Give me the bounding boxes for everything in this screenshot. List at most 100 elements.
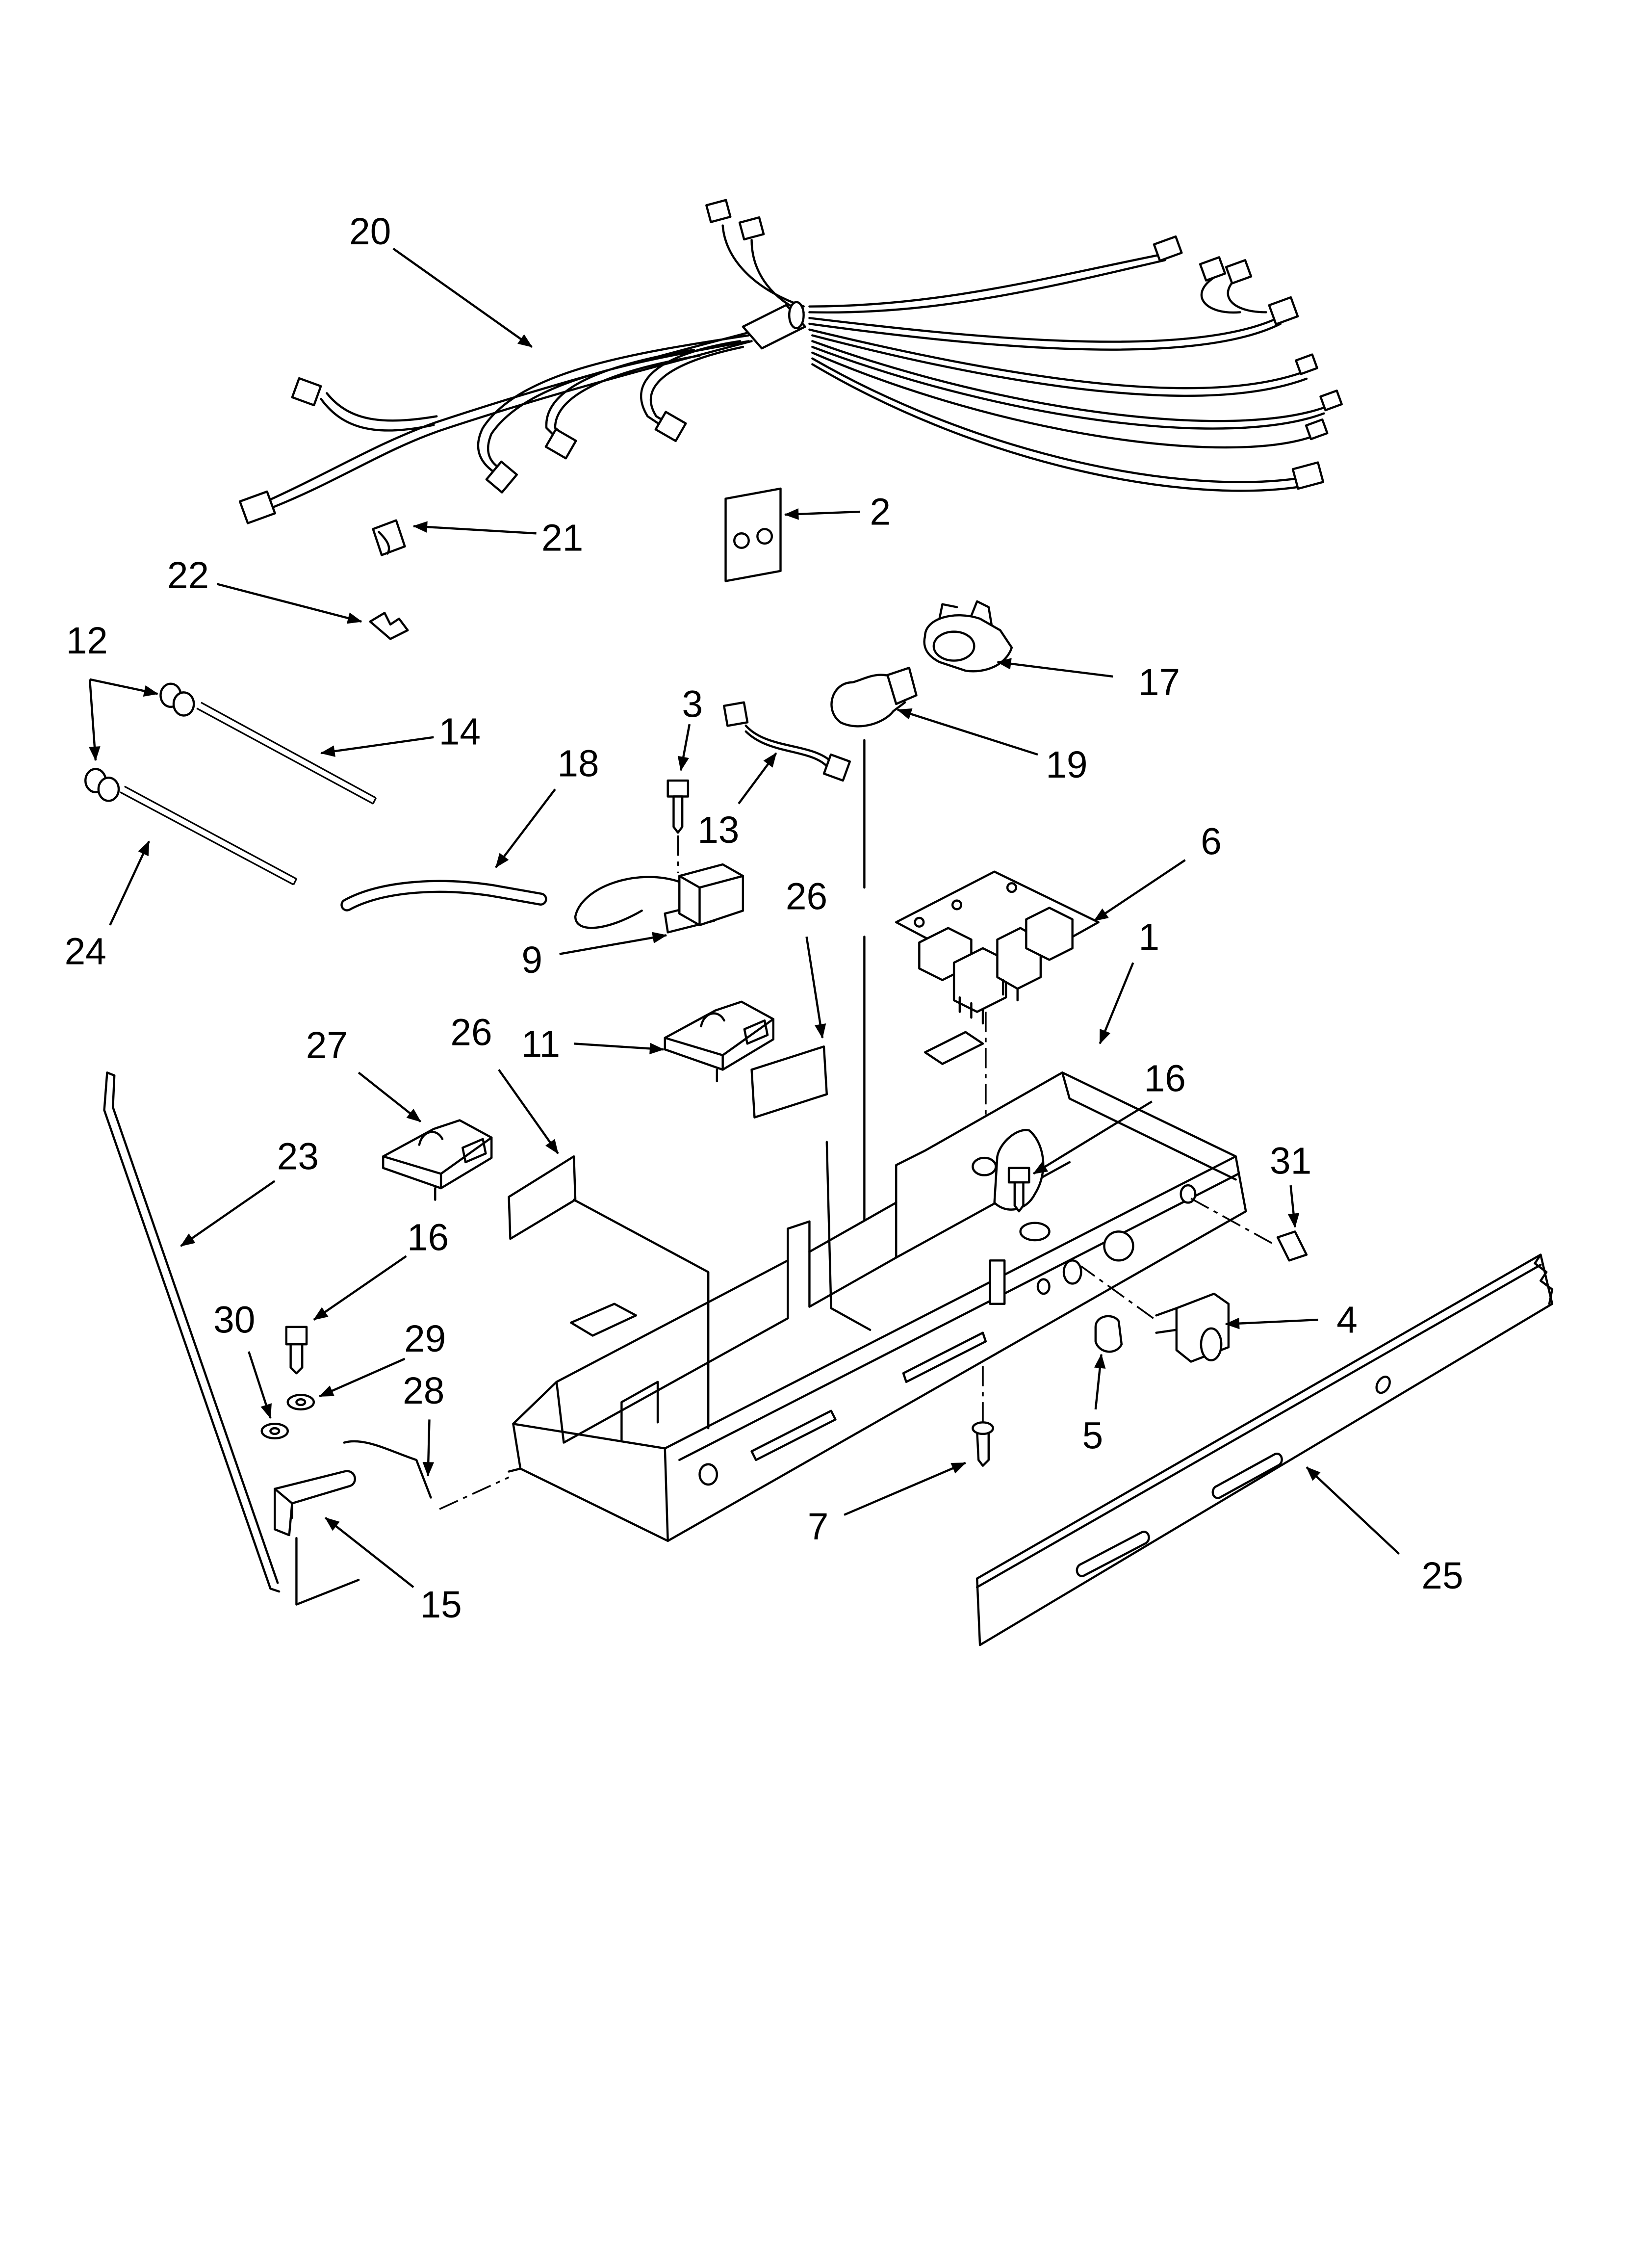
- wire-clip-body: [372, 519, 406, 556]
- callout-7: 7: [808, 1506, 829, 1548]
- washer: [260, 1423, 289, 1439]
- leader-4: [1225, 1317, 1318, 1330]
- callout-31: 31: [1270, 1141, 1311, 1182]
- bracket-body: [382, 1119, 493, 1190]
- side-screw: [1276, 1230, 1308, 1262]
- panel-hole: [1375, 1376, 1391, 1394]
- callout-17: 17: [1138, 662, 1180, 704]
- leader-31: [1287, 1185, 1300, 1228]
- harness-ferrule-end: [788, 301, 805, 330]
- panel-slot: [1076, 1531, 1150, 1577]
- socket-opening: [932, 630, 975, 662]
- leader-3: [677, 724, 691, 771]
- housing-tab: [924, 1031, 984, 1065]
- leader-20: [392, 247, 533, 348]
- connector: [238, 490, 276, 524]
- leader-14: [320, 736, 434, 757]
- callout-24: 24: [65, 931, 106, 972]
- leader-11: [574, 1043, 665, 1055]
- board-terminal: [951, 899, 963, 911]
- callout-6: 6: [1201, 821, 1222, 862]
- connector: [1199, 256, 1227, 282]
- switch-axis: [1080, 1265, 1154, 1319]
- callout-16-b: 16: [407, 1217, 449, 1259]
- callout-21: 21: [541, 518, 583, 559]
- leader-29: [319, 1357, 406, 1398]
- screw-shank: [1013, 1181, 1025, 1213]
- callout-11: 11: [521, 1023, 561, 1065]
- bottom-screw: [972, 1421, 994, 1467]
- callout-12: 12: [66, 620, 108, 662]
- grommet: [172, 691, 195, 717]
- screw-left: [285, 1326, 308, 1375]
- rocker-switch: [1155, 1292, 1230, 1363]
- washer-hole: [295, 1398, 307, 1407]
- callout-5: 5: [1082, 1415, 1103, 1457]
- bracket-detail: [664, 1012, 774, 1071]
- leader-12-b: [88, 679, 101, 761]
- plate-hole: [756, 528, 773, 545]
- connector: [723, 701, 749, 727]
- retainer-right: [972, 1129, 1051, 1242]
- screw-shank: [976, 1430, 990, 1467]
- spring-axis: [439, 1476, 510, 1510]
- leader-16-b: [313, 1255, 407, 1321]
- lamp-socket: [923, 600, 1013, 673]
- housing-slot: [750, 1409, 837, 1461]
- tube-fill: [342, 882, 545, 910]
- bulb-base: [886, 667, 918, 705]
- callout-19: 19: [1046, 744, 1087, 786]
- housing-hole: [1103, 1230, 1134, 1262]
- callout-14: 14: [439, 711, 481, 753]
- switch-wire-loop: [574, 876, 681, 929]
- washer: [1019, 1222, 1051, 1242]
- leader-6: [1093, 859, 1186, 922]
- sensor-bracket-upper: [664, 1000, 774, 1083]
- grommet: [97, 776, 120, 802]
- housing-outline: [512, 1071, 1247, 1542]
- hinge-bracket: [274, 1470, 356, 1537]
- mounting-plate: [724, 487, 782, 582]
- front-panel: [976, 1253, 1554, 1646]
- rod-lower: [120, 785, 297, 886]
- callout-22: 22: [167, 555, 209, 597]
- board-terminal: [914, 916, 925, 928]
- screw-shank: [289, 1343, 304, 1375]
- washer-hole: [269, 1427, 281, 1435]
- leader-22: [216, 583, 362, 624]
- board-terminal: [1006, 882, 1017, 893]
- connector: [1319, 390, 1343, 412]
- leader-12-a: [89, 678, 159, 697]
- bulb-glass: [830, 674, 906, 728]
- screw-31-axis: [1187, 1196, 1273, 1244]
- screw-head: [972, 1421, 994, 1435]
- connector: [822, 753, 851, 782]
- washer: [286, 1394, 315, 1411]
- long-rod: [103, 1071, 281, 1593]
- callout-28: 28: [403, 1370, 444, 1412]
- leader-30: [248, 1351, 272, 1419]
- leader-26-b: [498, 1069, 559, 1154]
- callout-numbers: 20 21 2 22 12 14 3 17 19 18 13 24 9 6 26…: [65, 211, 1463, 1626]
- hinge-bracket-post: [274, 1487, 293, 1537]
- housing-tab: [570, 1303, 638, 1337]
- leader-16-a: [1032, 1100, 1153, 1175]
- leader-5: [1094, 1354, 1106, 1410]
- washer: [972, 1156, 997, 1176]
- callout-20: 20: [349, 211, 391, 253]
- callout-27: 27: [306, 1025, 348, 1067]
- connector: [1295, 353, 1318, 375]
- label-right-location-line: [825, 1141, 872, 1331]
- wire-clip: [372, 519, 406, 556]
- front-panel-edge: [976, 1253, 1554, 1589]
- screw-head: [285, 1326, 308, 1346]
- housing-hole: [1036, 1278, 1051, 1295]
- rocker-switch-knob: [1200, 1327, 1223, 1361]
- leader-13: [738, 752, 777, 805]
- mounting-plate-body: [724, 487, 782, 582]
- housing-hole: [698, 1463, 718, 1486]
- control-board: [895, 870, 1100, 1025]
- leader-23: [180, 1180, 276, 1247]
- jumper-wires: [744, 724, 831, 767]
- connector: [1291, 461, 1325, 490]
